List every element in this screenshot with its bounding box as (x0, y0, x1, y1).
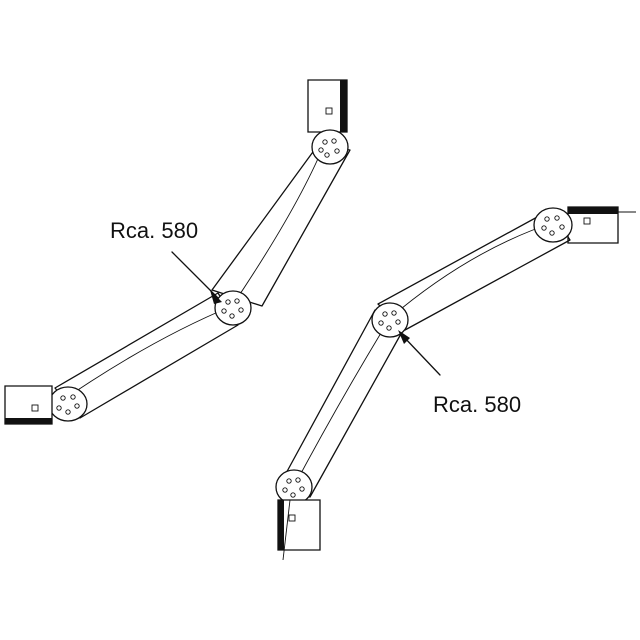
right-lower-segment (277, 309, 403, 498)
right-radius-leader (398, 330, 441, 376)
left-bottom-hinge-plate (48, 386, 88, 422)
right-bottom-hinge-plate (275, 469, 313, 505)
left-radius-leader (171, 251, 222, 304)
right-top-end-connector (567, 206, 636, 244)
left-radius-label: Rca. 580 (110, 218, 198, 243)
right-top-hinge-plate (533, 207, 573, 243)
left-top-end-connector (307, 79, 348, 133)
left-center-hinge-plate (214, 290, 252, 326)
right-bend-assembly: Rca. 580 (275, 206, 636, 561)
left-bottom-end-connector (4, 385, 53, 425)
left-top-hinge-plate (311, 129, 349, 165)
right-bottom-end-connector (277, 499, 321, 561)
left-upper-segment (211, 139, 351, 307)
left-bend-assembly: Rca. 580 (4, 79, 351, 425)
right-radius-label: Rca. 580 (433, 392, 521, 417)
right-center-hinge-plate (371, 302, 409, 338)
